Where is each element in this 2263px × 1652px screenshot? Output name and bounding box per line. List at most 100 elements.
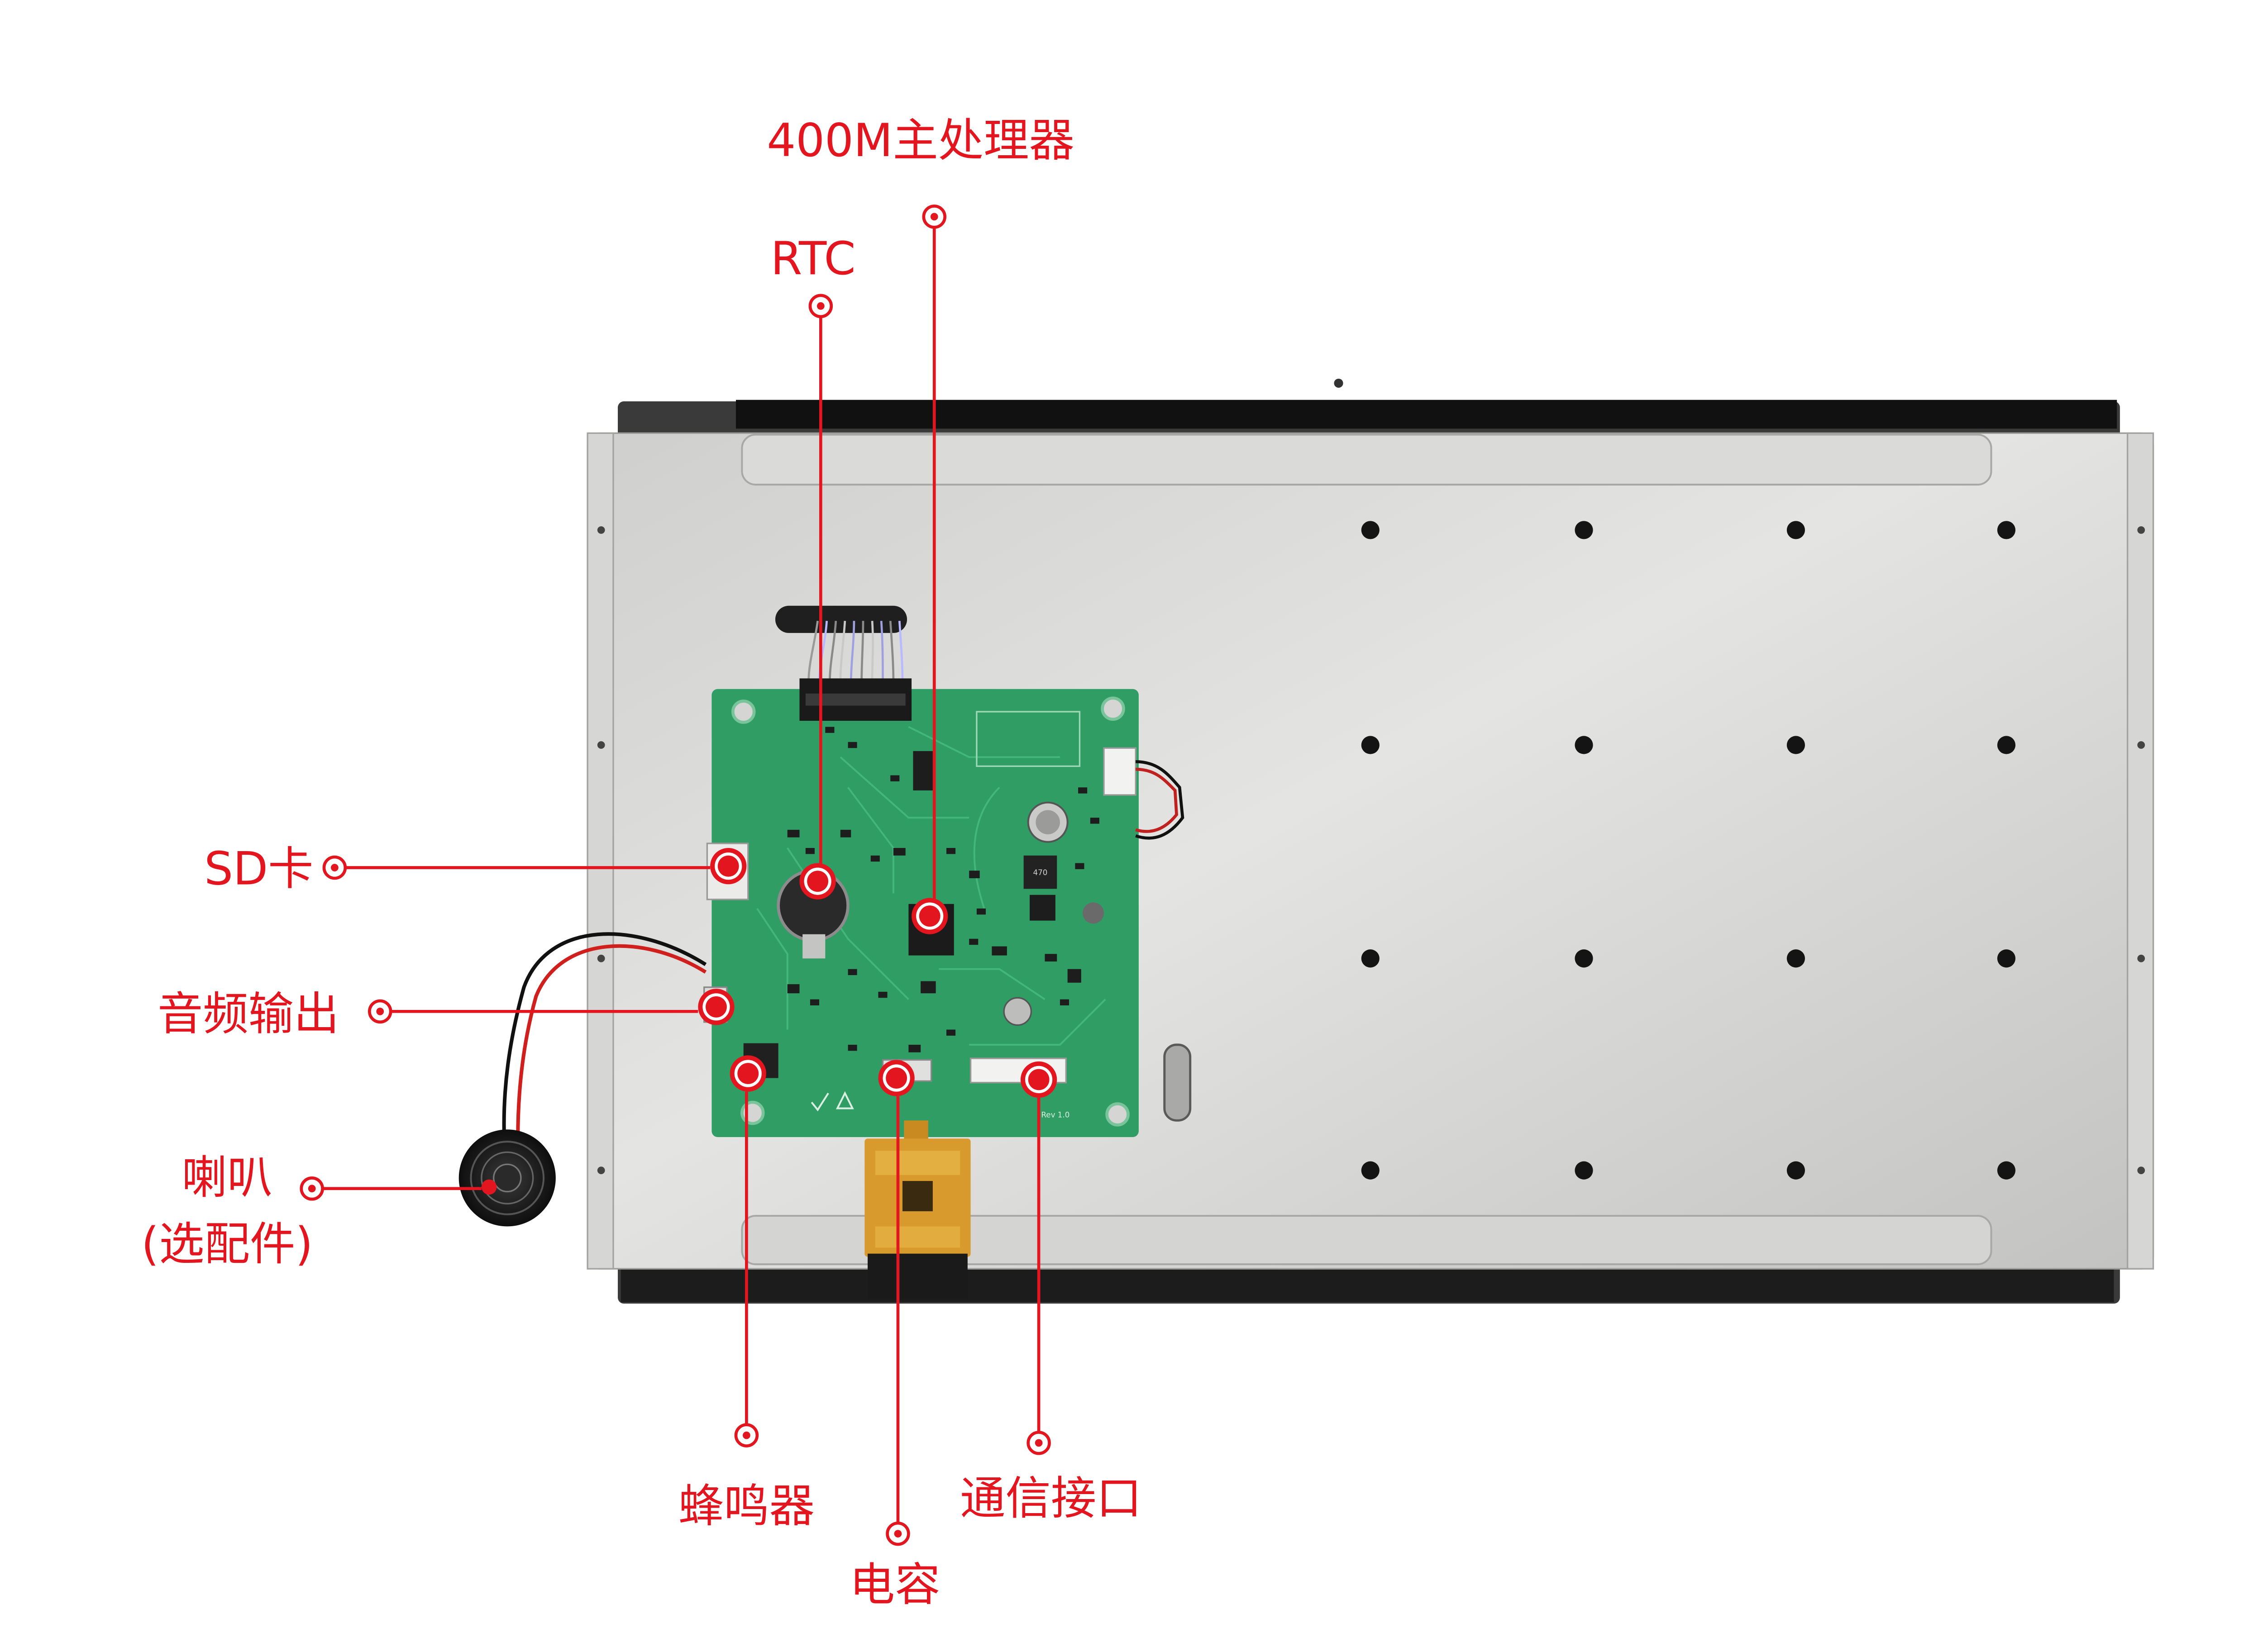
smd-part bbox=[1075, 863, 1084, 869]
power-connector bbox=[1103, 747, 1136, 796]
panel-top-bar bbox=[735, 400, 2117, 429]
edge-screw bbox=[2137, 741, 2145, 749]
hole bbox=[1575, 1161, 1593, 1180]
annotation-speaker: 喇叭 (选配件) bbox=[141, 1151, 497, 1271]
hole bbox=[1361, 949, 1380, 968]
smd-part bbox=[825, 727, 835, 733]
rtc-marker-dot bbox=[816, 302, 825, 310]
processor-marker-dot bbox=[930, 213, 938, 221]
buzzer-label: 蜂鸣器 bbox=[678, 1480, 815, 1533]
sd-card-label: SD卡 bbox=[204, 842, 313, 895]
annotation-comm-port: 通信接口 bbox=[960, 1061, 1142, 1525]
smd-part bbox=[848, 1044, 857, 1051]
hole bbox=[1786, 521, 1805, 539]
annotation-processor: 400M主处理器 bbox=[767, 114, 1074, 934]
edge-screw bbox=[2137, 526, 2145, 534]
smd-part bbox=[976, 908, 986, 915]
audio-out-target bbox=[698, 989, 735, 1025]
smd-part bbox=[969, 938, 979, 945]
smd-part bbox=[992, 946, 1007, 956]
electrolytic-capacitor bbox=[1027, 801, 1069, 843]
silk-label-box bbox=[976, 711, 1081, 767]
smd-part bbox=[893, 848, 906, 856]
processor-target bbox=[912, 898, 948, 934]
capacitor-label: 电容 bbox=[850, 1558, 941, 1611]
audio-out-marker-dot bbox=[376, 1007, 384, 1015]
smd-part bbox=[870, 855, 880, 862]
smd-part bbox=[1090, 818, 1099, 824]
smd-part bbox=[1045, 954, 1057, 962]
pcb-hole bbox=[731, 700, 756, 724]
audio-out-label: 音频输出 bbox=[158, 987, 339, 1040]
edge-screw bbox=[597, 741, 605, 749]
rtc-label: RTC bbox=[771, 232, 856, 285]
inductor-marking: 470 bbox=[1033, 868, 1047, 877]
frame-screw bbox=[1334, 378, 1343, 388]
edge-screws bbox=[597, 526, 2145, 1174]
smd-part bbox=[848, 742, 857, 748]
small-capacitor bbox=[1003, 997, 1032, 1026]
bottom-emboss bbox=[741, 1214, 1992, 1266]
hole bbox=[1786, 1161, 1805, 1180]
revision-marking: Rev 1.0 bbox=[1041, 1110, 1069, 1119]
smd-part bbox=[805, 848, 815, 854]
pcb-hole bbox=[1105, 1102, 1130, 1127]
hole bbox=[1575, 521, 1593, 539]
certification-marks bbox=[811, 1091, 854, 1112]
ribbon-cable bbox=[807, 620, 904, 681]
flash-chip bbox=[913, 751, 933, 790]
edge-screw bbox=[2137, 954, 2145, 962]
lcd-header-connector bbox=[799, 678, 912, 721]
hole bbox=[1361, 521, 1380, 539]
crystal bbox=[1083, 902, 1104, 924]
smd-part bbox=[840, 829, 851, 838]
annotation-buzzer: 蜂鸣器 bbox=[678, 1055, 815, 1533]
smd-part bbox=[787, 984, 800, 994]
hole bbox=[1786, 736, 1805, 754]
capacitor-target bbox=[878, 1060, 915, 1096]
power-wires bbox=[1135, 760, 1184, 840]
hole bbox=[1997, 1161, 2016, 1180]
inductor: 470 bbox=[1023, 855, 1057, 889]
comm-port-target bbox=[1020, 1061, 1057, 1098]
processor-label: 400M主处理器 bbox=[767, 114, 1074, 167]
left-rail bbox=[587, 432, 614, 1270]
buzzer-target bbox=[730, 1055, 766, 1092]
hole bbox=[1575, 736, 1593, 754]
smd-part bbox=[878, 991, 888, 998]
edge-screw bbox=[597, 1166, 605, 1174]
top-emboss bbox=[741, 433, 1992, 486]
smd-part bbox=[848, 969, 857, 976]
comm-port-label: 通信接口 bbox=[960, 1472, 1141, 1525]
speaker-target bbox=[481, 1179, 497, 1195]
smd-part bbox=[921, 981, 936, 994]
smd-part bbox=[787, 829, 800, 838]
smd-part bbox=[908, 1044, 921, 1052]
speaker-marker-dot bbox=[308, 1185, 316, 1193]
regulator-chip bbox=[1030, 895, 1055, 921]
pcb-hole bbox=[1101, 696, 1125, 721]
hole bbox=[1575, 949, 1593, 968]
smd-part bbox=[890, 775, 900, 781]
panel-bottom-bar bbox=[621, 1269, 2114, 1302]
speaker-label: 喇叭 bbox=[181, 1151, 272, 1204]
pcb-traces bbox=[756, 726, 1106, 1046]
vertical-slot bbox=[1163, 1043, 1192, 1122]
annotation-capacitor: 电容 bbox=[850, 1060, 941, 1611]
edge-screw bbox=[597, 526, 605, 534]
smd-part bbox=[810, 999, 819, 1005]
sd-card-target bbox=[710, 848, 747, 885]
annotation-audio-out: 音频输出 bbox=[158, 987, 735, 1040]
sd-card-marker-dot bbox=[331, 864, 339, 871]
right-rail bbox=[2126, 432, 2154, 1270]
smd-part bbox=[1060, 999, 1069, 1005]
speaker bbox=[458, 1129, 556, 1227]
smd-part bbox=[946, 848, 956, 854]
hole bbox=[1786, 949, 1805, 968]
speaker-note-label: (选配件) bbox=[141, 1218, 313, 1271]
capacitor-marker-dot bbox=[894, 1530, 902, 1538]
buzzer-marker-dot bbox=[743, 1431, 750, 1439]
hole bbox=[1361, 1161, 1380, 1180]
rtc-target bbox=[799, 863, 836, 900]
